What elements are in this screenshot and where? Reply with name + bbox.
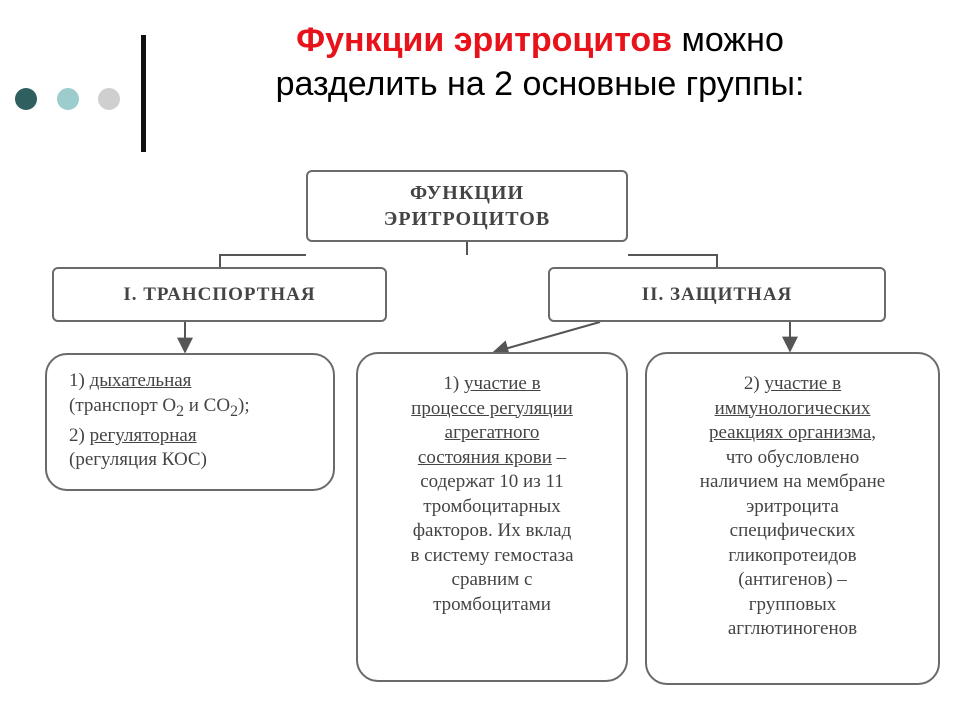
transport-group-label: I. ТРАНСПОРТНАЯ xyxy=(123,283,316,305)
protective2-line: 2) участие в xyxy=(743,373,842,394)
transport-item1: 1) дыхательная xyxy=(69,370,192,391)
transport-item1-detail: (транспорт O2 и CO2); xyxy=(69,394,250,420)
protective1-line: сравним с xyxy=(451,569,533,590)
protective2-line: иммунологических xyxy=(714,397,871,419)
protective-group-label: II. ЗАЩИТНАЯ xyxy=(641,283,793,305)
transport-item2-detail: (регуляция КОС) xyxy=(69,449,207,471)
bullet-dot-gray xyxy=(98,88,120,110)
title-divider xyxy=(141,35,146,152)
transport-item2-label: регуляторная xyxy=(89,424,197,446)
root-node-line2: ЭРИТРОЦИТОВ xyxy=(383,208,551,230)
protective1-line: факторов. Их вклад xyxy=(412,520,572,541)
slide-title: Функции эритроцитов можно разделить на 2… xyxy=(160,18,920,106)
protective2-line: гликопротеидов xyxy=(728,544,857,566)
root-to-protective-connector xyxy=(628,254,718,267)
transport-group-box: I. ТРАНСПОРТНАЯ xyxy=(52,267,387,322)
root-node-box: ФУНКЦИИ ЭРИТРОЦИТОВ xyxy=(306,170,628,242)
protective-function2-box: 2) участие в иммунологических реакциях о… xyxy=(645,352,940,685)
protective-group-box: II. ЗАЩИТНАЯ xyxy=(548,267,886,322)
protective1-line: содержат 10 из 11 xyxy=(420,471,564,492)
protective2-line: групповых xyxy=(748,593,837,615)
protective1-line: тромбоцитарных xyxy=(423,495,561,517)
transport-functions-box: 1) дыхательная (транспорт O2 и CO2); 2) … xyxy=(45,353,335,491)
transport-item1-label: дыхательная xyxy=(89,370,192,391)
protective2-line: эритроцита xyxy=(746,495,839,517)
protective2-line: специфических xyxy=(729,520,856,541)
protective1-line: процессе регуляции xyxy=(411,397,573,419)
title-line2: разделить на 2 основные группы: xyxy=(275,65,805,103)
protective1-line: 1) участие в xyxy=(443,373,541,394)
protective1-line: агрегатного xyxy=(444,422,540,443)
protective2-line: реакциях организма, xyxy=(708,422,877,443)
protective1-line: тромбоцитами xyxy=(433,593,551,615)
protective-function1-box: 1) участие в процессе регуляции агрегатн… xyxy=(356,352,628,682)
protective2-line: агглютиногенов xyxy=(727,618,858,639)
title-highlight: Функции эритроцитов xyxy=(296,21,673,59)
protective2-line: что обусловлено xyxy=(725,446,860,468)
protective2-line: (антигенов) – xyxy=(738,569,847,590)
bullet-dot-dark xyxy=(15,88,37,110)
protective2-line: наличием на мембране xyxy=(699,471,886,492)
protective1-line: в систему гемостаза xyxy=(410,544,574,566)
protective-arrow-left xyxy=(492,321,601,356)
root-to-transport-connector xyxy=(219,254,306,267)
title-line1-rest: можно xyxy=(672,21,784,59)
protective1-line: состояния крови – xyxy=(417,446,567,468)
bullet-dot-teal xyxy=(57,88,79,110)
root-node-line1: ФУНКЦИИ xyxy=(409,182,525,204)
transport-item2: 2) регуляторная xyxy=(69,424,197,446)
